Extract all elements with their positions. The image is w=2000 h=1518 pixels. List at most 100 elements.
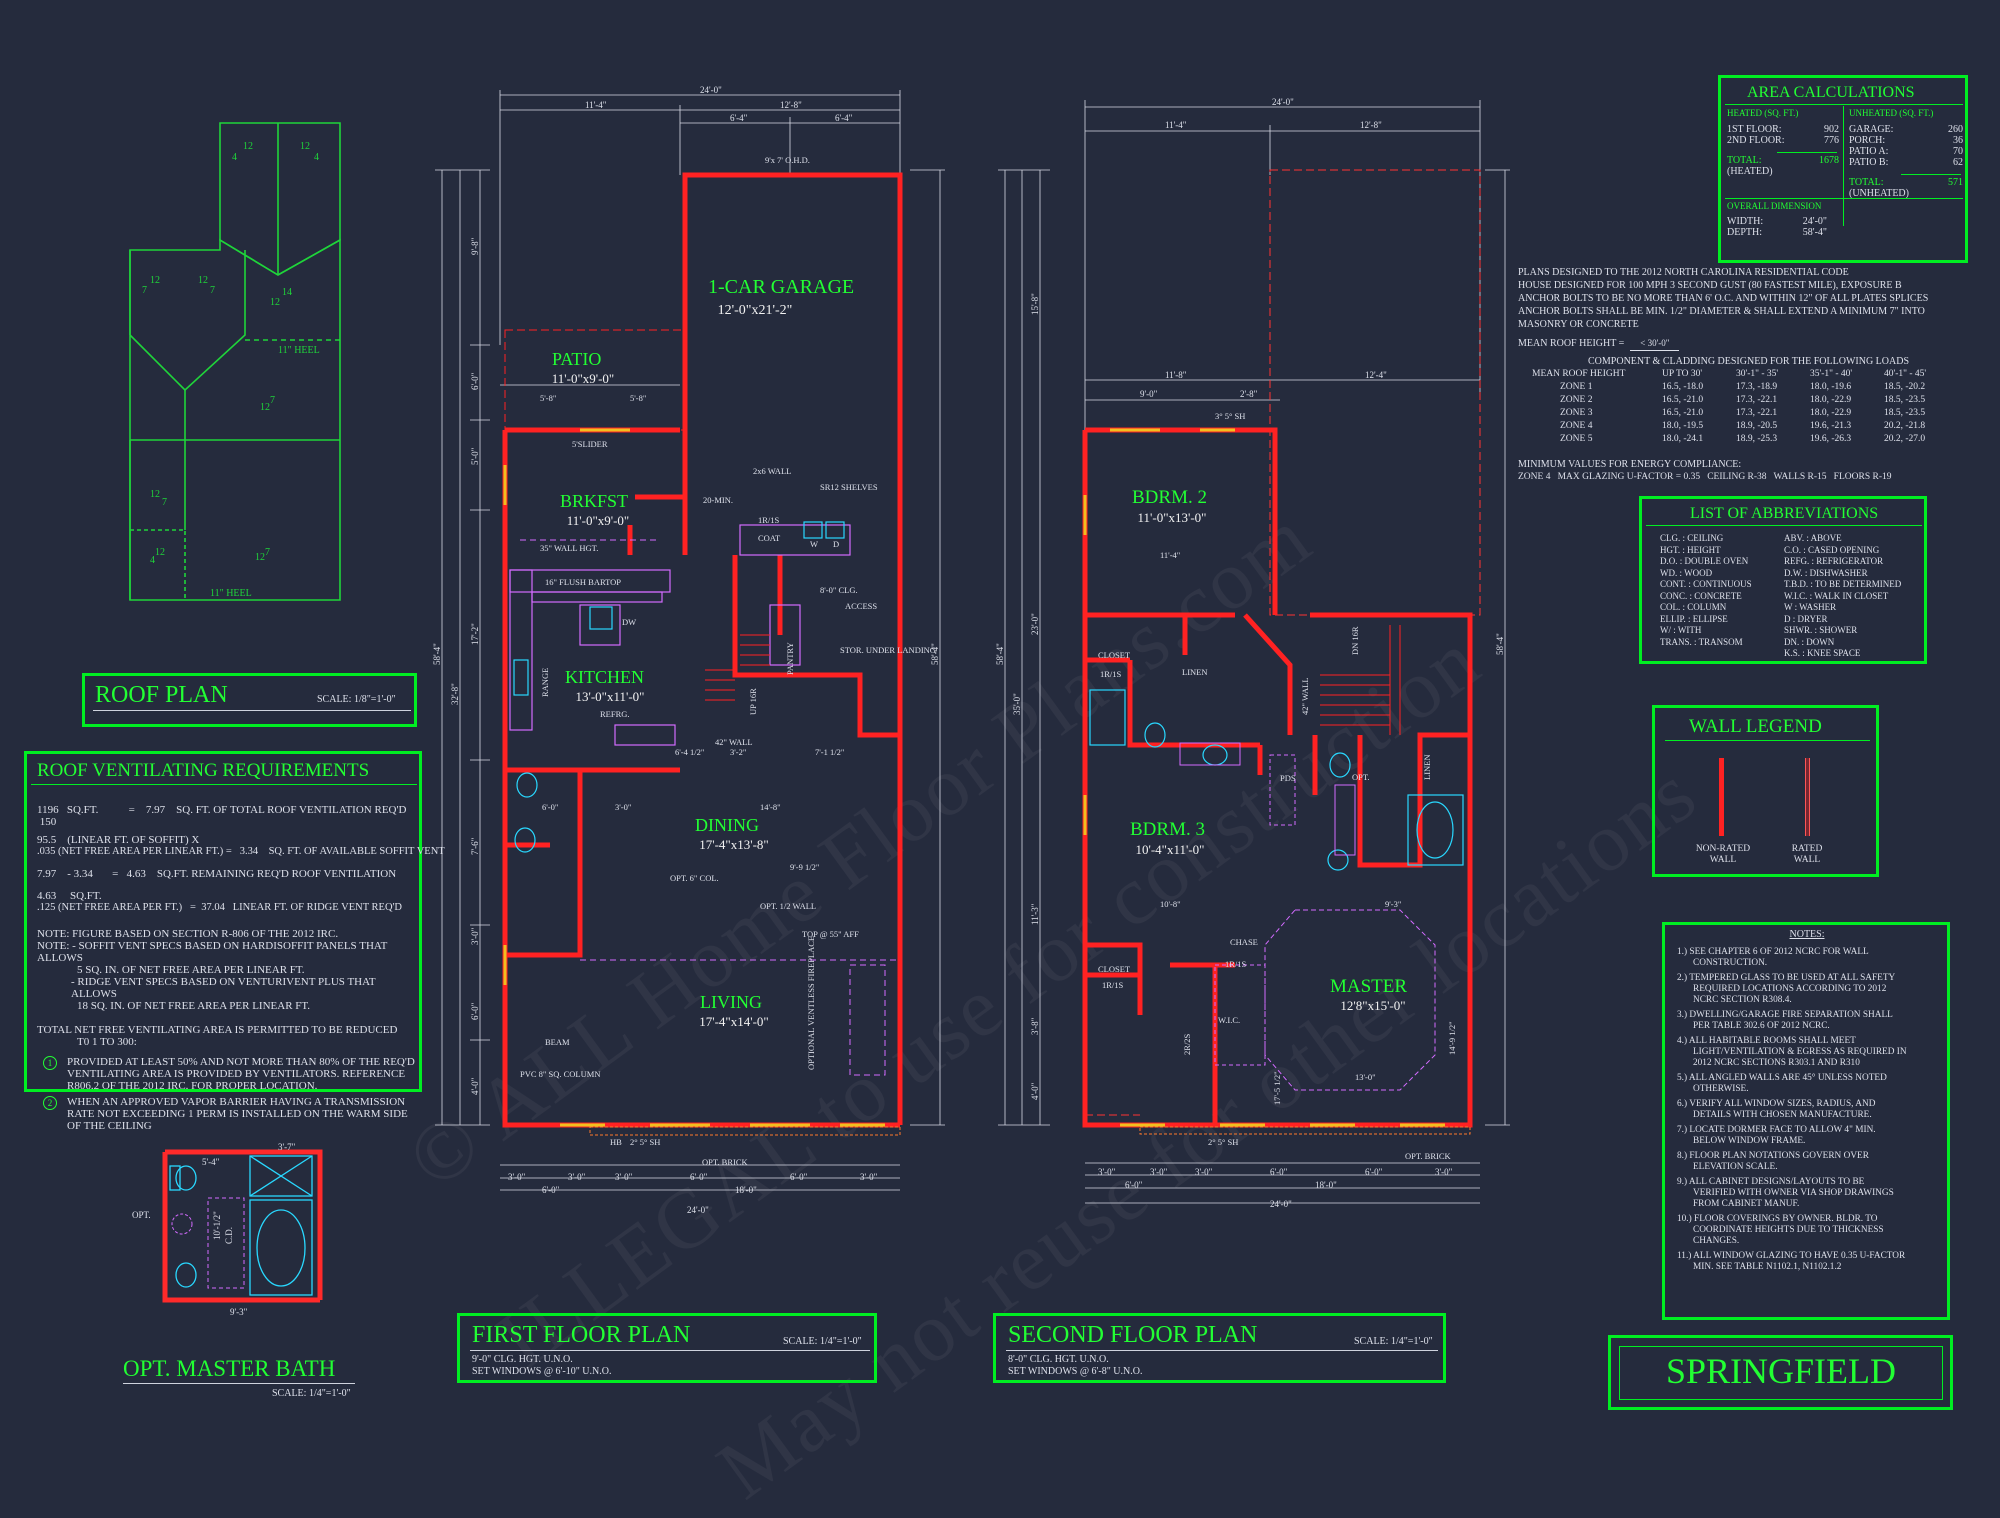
sf-ann-93: 9'-3" xyxy=(1385,899,1401,909)
first-floor-scale: SCALE: 1/4"=1'-0" xyxy=(783,1336,862,1347)
unheated-total-value: 571 xyxy=(1948,177,1963,188)
vent-item-1-c: R806.2 OF THE 2012 IRC. FOR PROPER LOCAT… xyxy=(67,1080,318,1092)
omb-dim-2: 3'-7" xyxy=(278,1142,296,1152)
sf-dim-top-6: 9'-0" xyxy=(1140,389,1158,399)
ff-ann-71: 7'-1 1/2" xyxy=(815,747,844,757)
cc-title: COMPONENT & CLADDING DESIGNED FOR THE FO… xyxy=(1588,356,1910,367)
svg-text:12: 12 xyxy=(243,141,253,152)
cc-r5-4: 20.2, -27.0 xyxy=(1884,434,1926,444)
note-2b: REQUIRED LOCATIONS ACCORDING TO 2012 xyxy=(1693,984,1887,994)
vent-item-1-a: PROVIDED AT LEAST 50% AND NOT MORE THAN … xyxy=(67,1056,415,1068)
mean-roof-label: MEAN ROOF HEIGHT = xyxy=(1518,338,1625,349)
first-floor-title-box: FIRST FLOOR PLAN SCALE: 1/4"=1'-0" 9'-0"… xyxy=(457,1313,877,1383)
cc-r3-0: ZONE 3 xyxy=(1560,408,1593,418)
sf-ann-brick: OPT. BRICK xyxy=(1405,1151,1452,1161)
ff-dim-bot-6: 3'-0" xyxy=(860,1172,878,1182)
opt-master-bath-drawing: 5'-4" 3'-7" OPT. 10'-1/2" C.D. 9'-3" xyxy=(132,1142,323,1317)
cc-r5-2: 18.9, -25.3 xyxy=(1736,434,1778,444)
sf-ann-sh: 3° 5° SH xyxy=(1215,411,1245,421)
note-3b: PER TABLE 302.6 OF 2012 NCRC. xyxy=(1693,1021,1830,1031)
rated-label-2: WALL xyxy=(1793,855,1821,865)
ff-ann-35wall: 35" WALL HGT. xyxy=(540,543,598,553)
cc-r5-1: 18.0, -24.1 xyxy=(1662,434,1704,444)
room-dining: DINING xyxy=(695,815,759,835)
sf-ann-1r1s-c: 1R/1S xyxy=(1225,959,1247,969)
sf-ann-closet-b: CLOSET xyxy=(1098,964,1131,974)
sf-dim-bot-9: 24'-0" xyxy=(1270,1199,1292,1209)
area-calc-title: AREA CALCULATIONS xyxy=(1747,84,1915,101)
cc-r2-3: 18.0, -22.9 xyxy=(1810,395,1852,405)
overall-header: OVERALL DIMENSION xyxy=(1727,201,1822,211)
note-6a: 6.) VERIFY ALL WINDOW SIZES, RADIUS, AND xyxy=(1677,1099,1876,1109)
note-7a: 7.) LOCATE DORMER FACE TO ALLOW 4" MIN. xyxy=(1677,1125,1876,1135)
roof-plan-title: ROOF PLAN xyxy=(95,682,228,708)
cc-r3-4: 18.5, -23.5 xyxy=(1884,408,1926,418)
vent-item-2-b: RATE NOT EXCEEDING 1 PERM IS INSTALLED O… xyxy=(67,1108,408,1120)
ff-ann-sh: 2° 5° SH xyxy=(630,1137,660,1147)
sf-dim-side-5: 11'-3" xyxy=(1030,903,1040,925)
vent-line-3: 95.5 (LINEAR FT. OF SOFFIT) X xyxy=(37,834,200,846)
ff-dim-side-4: 17'-2" xyxy=(470,623,480,645)
sf-ann-149: 14'-9 1/2" xyxy=(1447,1021,1457,1055)
cc-r4-2: 18.9, -20.5 xyxy=(1736,421,1778,431)
ff-ann-opt-col: OPT. 6" COL. xyxy=(670,873,719,883)
note-9a: 9.) ALL CABINET DESIGNS/LAYOUTS TO BE xyxy=(1677,1177,1865,1187)
heated-total-label: TOTAL: xyxy=(1727,155,1762,166)
cc-header-4: 40'-1" - 45' xyxy=(1884,369,1927,379)
ff-ann-58b: 5'-8" xyxy=(630,393,646,403)
non-rated-label-1: NON-RATED xyxy=(1695,844,1751,854)
abbr-l-8: ELLIP. : ELLIPSE xyxy=(1660,613,1728,624)
unheated-total-label: TOTAL: xyxy=(1849,177,1884,188)
note-11a: 11.) ALL WINDOW GLAZING TO HAVE 0.35 U-F… xyxy=(1677,1251,1906,1261)
ff-ann-1r1s: 1R/1S xyxy=(758,515,780,525)
svg-text:7: 7 xyxy=(210,285,215,296)
energy-title: MINIMUM VALUES FOR ENERGY COMPLIANCE: xyxy=(1518,459,1742,470)
opt-master-bath-scale: SCALE: 1/4"=1'-0" xyxy=(272,1388,351,1399)
vent-item-1-num: 1 xyxy=(43,1056,57,1070)
plan-name: SPRINGFIELD xyxy=(1665,1351,1897,1391)
heated-2-value: 776 xyxy=(1824,135,1839,146)
ff-ann-brick: OPT. BRICK xyxy=(702,1157,749,1167)
sf-ann-closet: CLOSET xyxy=(1098,650,1131,660)
note-5b: OTHERWISE. xyxy=(1693,1084,1749,1094)
ff-ann-8clg: 8'-0" CLG. xyxy=(820,585,858,595)
unheated-4-label: PATIO B: xyxy=(1849,157,1889,168)
note-2a: 2.) TEMPERED GLASS TO BE USED AT ALL SAF… xyxy=(1677,973,1896,983)
ff-dim-bot-3: 3'-0" xyxy=(615,1172,633,1182)
ff-dim-side-2: 6'-0" xyxy=(470,372,480,390)
width-label: WIDTH: xyxy=(1727,216,1764,227)
note-8a: 8.) FLOOR PLAN NOTATIONS GOVERN OVER xyxy=(1677,1151,1869,1161)
svg-text:7: 7 xyxy=(162,497,167,508)
abbr-r-1: ABV. : ABOVE xyxy=(1784,533,1842,543)
sf-dim-bot-2: 3'-0" xyxy=(1150,1167,1168,1177)
note-6b: DETAILS WITH CHOSEN MANUFACTURE. xyxy=(1693,1110,1872,1120)
cc-r3-2: 17.3, -22.1 xyxy=(1736,408,1778,418)
ff-ann-ohd: 9'x 7' O.H.D. xyxy=(765,155,810,165)
svg-text:14: 14 xyxy=(282,287,292,298)
unheated-3-value: 70 xyxy=(1953,146,1963,157)
code-line-4: ANCHOR BOLTS SHALL BE MIN. 1/2" DIAMETER… xyxy=(1518,306,1925,317)
note-1a: 1.) SEE CHAPTER 6 OF 2012 NCRC FOR WALL xyxy=(1677,947,1869,957)
vent-line-1: 1196 SQ.FT. = 7.97 SQ. FT. OF TOTAL ROOF… xyxy=(37,804,407,816)
sf-ann-dn16r: DN 16R xyxy=(1350,626,1360,655)
svg-text:12: 12 xyxy=(155,547,165,558)
cc-r4-4: 20.2, -21.8 xyxy=(1884,421,1926,431)
room-kitchen-size: 13'-0"x11'-0" xyxy=(576,689,645,704)
ff-ann-bartop: 16" FLUSH BARTOP xyxy=(545,577,621,587)
ff-ann-w: W xyxy=(810,539,818,549)
cc-r2-0: ZONE 2 xyxy=(1560,395,1593,405)
room-master: MASTER xyxy=(1330,976,1407,997)
heated-2-label: 2ND FLOOR: xyxy=(1727,135,1785,146)
abbreviations-box: LIST OF ABBREVIATIONS CLG. : CEILING HGT… xyxy=(1639,496,1927,664)
sf-dim-top-5: 12'-4" xyxy=(1365,370,1387,380)
mean-roof-value: < 30'-0" xyxy=(1630,337,1680,351)
sf-dim-side-4: 35'-0" xyxy=(1012,693,1022,715)
ff-ann-148: 14'-8" xyxy=(760,802,781,812)
sf-ann-opt: OPT. xyxy=(1352,772,1370,782)
ff-ann-stor: STOR. UNDER LANDING xyxy=(840,645,936,655)
ff-dim-bot-4: 6'-0" xyxy=(690,1172,708,1182)
vent-item-2-a: WHEN AN APPROVED VAPOR BARRIER HAVING A … xyxy=(67,1096,406,1108)
room-patio: PATIO xyxy=(552,349,601,369)
abbr-l-5: CONT. : CONTINUOUS xyxy=(1660,579,1752,589)
vent-total-2: T0 1 TO 300: xyxy=(77,1036,137,1048)
